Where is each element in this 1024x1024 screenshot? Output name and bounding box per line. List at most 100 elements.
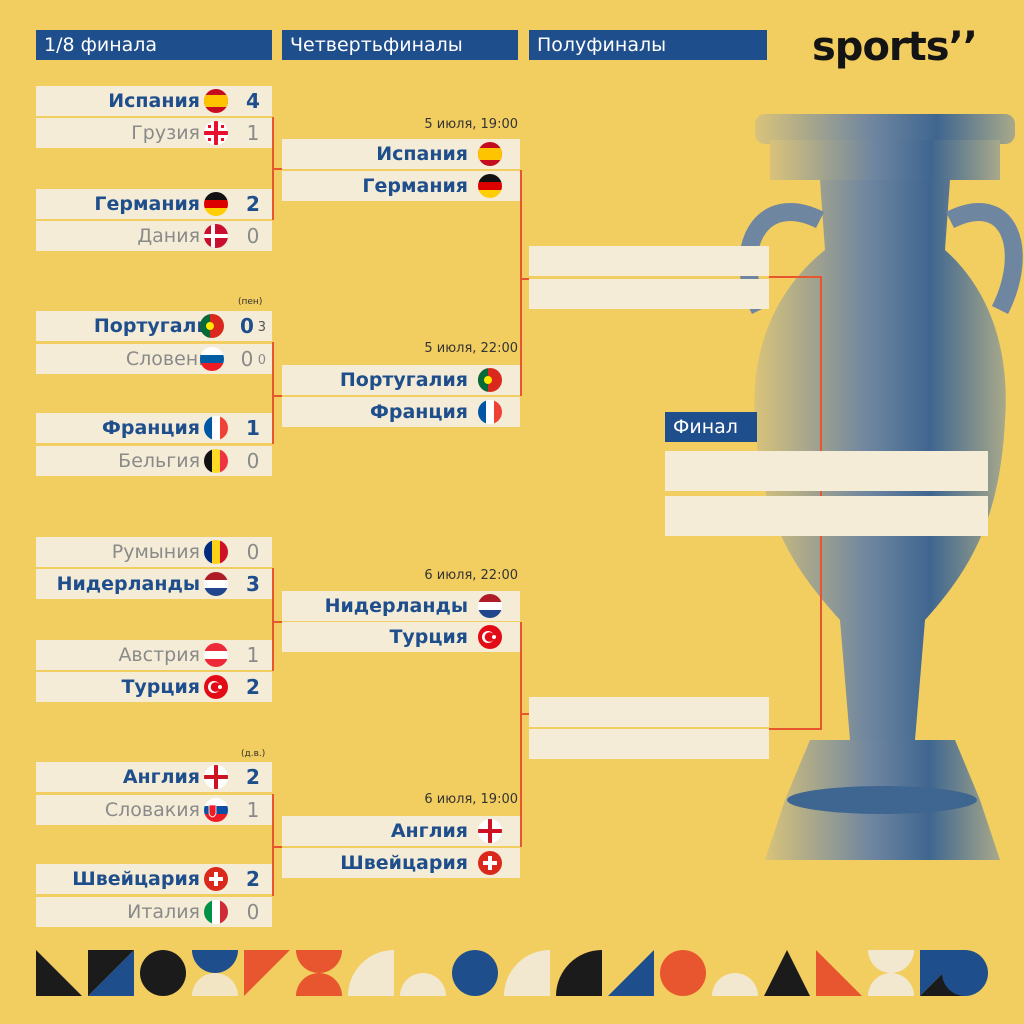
connector-line bbox=[272, 568, 274, 671]
final-slot bbox=[665, 451, 988, 491]
team-name: Бельгия bbox=[118, 450, 200, 472]
header-quarterfinals: Четвертьфиналы bbox=[282, 30, 518, 60]
match-datetime: 5 июля, 22:00 bbox=[424, 341, 518, 356]
team-name: Германия bbox=[362, 175, 468, 197]
connector-line bbox=[272, 117, 274, 220]
team-name: Румыния bbox=[111, 541, 200, 563]
team-name: Испания bbox=[376, 143, 468, 165]
team-name: Словения bbox=[125, 348, 222, 370]
england-flag-icon bbox=[204, 765, 228, 789]
turkey-flag-icon bbox=[478, 625, 502, 649]
score: 1 bbox=[246, 798, 260, 822]
semifinal-slot bbox=[529, 729, 769, 759]
connector-line bbox=[769, 276, 822, 278]
r16-row: Дания 0 bbox=[36, 221, 272, 251]
switzerland-flag-icon bbox=[204, 867, 228, 891]
team-name: Италия bbox=[127, 901, 200, 923]
connector-line bbox=[274, 168, 282, 170]
r16-row: Бельгия 0 bbox=[36, 446, 272, 476]
portugal-flag-icon bbox=[200, 314, 224, 338]
semifinal-slot bbox=[529, 246, 769, 276]
r16-row: Франция 1 bbox=[36, 413, 272, 443]
r16-row: Италия 0 bbox=[36, 897, 272, 927]
france-flag-icon bbox=[204, 416, 228, 440]
score: 0 bbox=[240, 314, 254, 338]
semifinal-slot bbox=[529, 279, 769, 309]
score: 4 bbox=[246, 89, 260, 113]
connector-line bbox=[274, 395, 282, 397]
team-name: Грузия bbox=[131, 122, 200, 144]
qf-row: Турция bbox=[282, 622, 520, 652]
qf-row: Швейцария bbox=[282, 848, 520, 878]
semifinal-slot bbox=[529, 697, 769, 727]
match-datetime: 6 июля, 22:00 bbox=[424, 568, 518, 583]
score: 2 bbox=[246, 765, 260, 789]
match-datetime: 5 июля, 19:00 bbox=[424, 117, 518, 132]
connector-line bbox=[272, 342, 274, 444]
penalty-score: 3 bbox=[257, 320, 266, 335]
r16-row: Словения 0 0 bbox=[36, 344, 272, 374]
r16-row: Румыния 0 bbox=[36, 537, 272, 567]
qf-row: Нидерланды bbox=[282, 591, 520, 621]
slovenia-flag-icon bbox=[200, 347, 224, 371]
team-name: Турция bbox=[121, 676, 200, 698]
score: 1 bbox=[246, 121, 260, 145]
connector-line bbox=[522, 278, 529, 280]
team-name: Франция bbox=[102, 417, 200, 439]
r16-row: Германия 2 bbox=[36, 189, 272, 219]
r16-row: Англия 2 bbox=[36, 762, 272, 792]
penalty-note: (пен) bbox=[238, 297, 263, 307]
r16-row: Швейцария 2 bbox=[36, 864, 272, 894]
qf-row: Португалия bbox=[282, 365, 520, 395]
score: 0 bbox=[246, 900, 260, 924]
extra-time-note: (д.в.) bbox=[241, 749, 266, 759]
team-name: Испания bbox=[108, 90, 200, 112]
connector-line bbox=[769, 728, 822, 730]
connector-line bbox=[272, 794, 274, 896]
final-slot bbox=[665, 496, 988, 536]
portugal-flag-icon bbox=[478, 368, 502, 392]
austria-flag-icon bbox=[204, 643, 228, 667]
score: 0 bbox=[246, 449, 260, 473]
score: 0 bbox=[240, 347, 254, 371]
connector-line bbox=[520, 622, 522, 847]
team-name: Нидерланды bbox=[56, 573, 200, 595]
score: 2 bbox=[246, 192, 260, 216]
belgium-flag-icon bbox=[204, 449, 228, 473]
penalty-score: 0 bbox=[257, 353, 266, 368]
score: 1 bbox=[246, 416, 260, 440]
match-datetime: 6 июля, 19:00 bbox=[424, 792, 518, 807]
header-round-of-16: 1/8 финала bbox=[36, 30, 272, 60]
r16-row: Словакия 1 bbox=[36, 795, 272, 825]
romania-flag-icon bbox=[204, 540, 228, 564]
r16-row: Грузия 1 bbox=[36, 118, 272, 148]
connector-line bbox=[274, 846, 282, 848]
team-name: Англия bbox=[122, 766, 200, 788]
score: 3 bbox=[246, 572, 260, 596]
germany-flag-icon bbox=[204, 192, 228, 216]
team-name: Австрия bbox=[118, 644, 200, 666]
qf-row: Германия bbox=[282, 171, 520, 201]
italy-flag-icon bbox=[204, 900, 228, 924]
qf-row: Англия bbox=[282, 816, 520, 846]
team-name: Португалия bbox=[339, 369, 468, 391]
qf-row: Испания bbox=[282, 139, 520, 169]
r16-row: Турция 2 bbox=[36, 672, 272, 702]
r16-row: Нидерланды 3 bbox=[36, 569, 272, 599]
team-name: Дания bbox=[137, 225, 200, 247]
r16-row: Испания 4 bbox=[36, 86, 272, 116]
score: 0 bbox=[246, 224, 260, 248]
switzerland-flag-icon bbox=[478, 851, 502, 875]
r16-row: Португалия 0 3 bbox=[36, 311, 272, 341]
team-name: Швейцария bbox=[72, 868, 200, 890]
team-name: Словакия bbox=[104, 799, 200, 821]
header-final: Финал bbox=[665, 412, 757, 442]
connector-line bbox=[522, 713, 529, 715]
connector-line bbox=[520, 170, 522, 396]
georgia-flag-icon bbox=[204, 121, 228, 145]
sports-logo: sports’’ bbox=[812, 24, 978, 70]
denmark-flag-icon bbox=[204, 224, 228, 248]
spain-flag-icon bbox=[478, 142, 502, 166]
score: 0 bbox=[246, 540, 260, 564]
netherlands-flag-icon bbox=[478, 594, 502, 618]
